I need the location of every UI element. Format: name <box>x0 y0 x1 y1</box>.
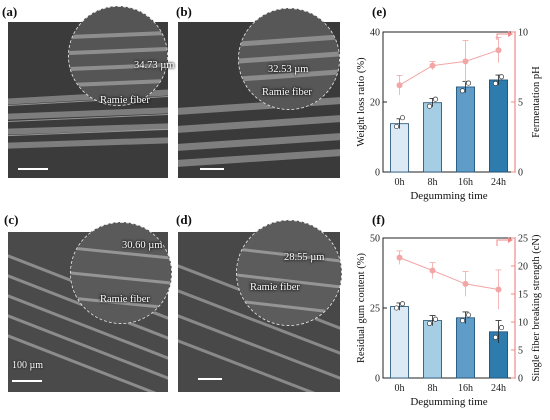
chart-f-line-point-0h <box>396 254 403 261</box>
fiber-label-b: Ramie fiber <box>262 87 312 98</box>
chart-f-ytick-label-0: 0 <box>375 374 380 385</box>
inset-texture-b <box>239 9 339 109</box>
chart-e-point-24h-0 <box>492 80 499 87</box>
chart-f-y2tick-label-25: 25 <box>518 234 528 245</box>
chart-e-ytick-label-40: 40 <box>370 28 380 39</box>
chart-e-point-8h-0 <box>426 103 433 109</box>
chart-e-y2tick-label-10: 10 <box>518 28 528 39</box>
chart-e-xtick-label-24h: 24h <box>491 177 506 188</box>
panel-label-a: (a) <box>2 4 18 19</box>
magnified-inset-a <box>68 6 168 106</box>
chart-f-xtick-label-8h: 8h <box>428 383 438 394</box>
chart-f-bar-16h <box>456 317 475 379</box>
chart-f-point-8h-0 <box>426 320 433 326</box>
chart-f-xtick-label-16h: 16h <box>458 383 473 394</box>
chart-e-bar-0h <box>390 123 409 173</box>
chart-f-y2label: Single fiber breaking strength (cN) <box>531 234 542 381</box>
chart-e-ytick-label-20: 20 <box>370 98 380 109</box>
chart-f-xtick-label-0h: 0h <box>395 383 405 394</box>
chart-e-y2label: Fermentation pH <box>531 66 542 138</box>
chart-e-point-16h-1 <box>465 80 472 86</box>
fiber-width-a: 34.73 µm <box>134 60 175 71</box>
chart-f-axis-arrowhead <box>508 237 513 243</box>
chart-f-point-8h-1 <box>432 316 439 322</box>
inset-texture-a <box>69 7 167 105</box>
chart-f-point-0h-0 <box>393 305 400 311</box>
scale-bar-c <box>12 380 42 382</box>
fiber-label-c: Ramie fiber <box>100 294 150 305</box>
panel-label-d: (d) <box>176 212 192 227</box>
chart-e-line-point-16h <box>462 58 469 65</box>
chart-f-ytick-label-50: 50 <box>370 234 380 245</box>
fiber-width-c: 30.60 µm <box>122 240 163 251</box>
chart-f-y2tick-label-20: 20 <box>518 262 528 273</box>
chart-f-ylabel: Residual gum content (%) <box>356 253 367 363</box>
fiber-label-d: Ramie fiber <box>250 282 300 293</box>
chart-f-y2tick-label-0: 0 <box>518 374 523 385</box>
chart-e-ytick-label-0: 0 <box>375 168 380 179</box>
inset-texture-d <box>237 221 341 325</box>
chart-e-line-point-0h <box>396 82 403 89</box>
chart-e-bar-24h <box>489 79 508 173</box>
chart-e-ylabel: Weight loss ratio (%) <box>356 57 367 147</box>
chart-f-y2tick-label-10: 10 <box>518 318 528 329</box>
chart-f-point-16h-0 <box>459 318 466 324</box>
magnified-inset-c <box>70 222 172 324</box>
chart-e-xtick-label-16h: 16h <box>458 177 473 188</box>
chart-e-xtick-label-0h: 0h <box>395 177 405 188</box>
chart-e-line-point-24h <box>495 47 502 54</box>
chart-f-point-0h-1 <box>399 301 406 307</box>
chart-f-line <box>399 257 499 291</box>
chart-e-point-8h-1 <box>432 96 439 102</box>
chart-f-line-point-24h <box>495 286 502 293</box>
magnified-inset-d <box>236 220 342 326</box>
panel-label-b: (b) <box>176 4 192 19</box>
chart-e-axis-arrow <box>496 33 511 40</box>
fiber-width-b: 32.53 µm <box>268 64 309 75</box>
chart-e-y2tick-label-5: 5 <box>518 98 523 109</box>
chart-e-bar-16h <box>456 86 475 173</box>
fiber-label-a: Ramie fiber <box>100 95 150 106</box>
chart-f-ytick-label-25: 25 <box>370 304 380 315</box>
chart-f-bar-8h <box>423 320 442 379</box>
fiber-width-d: 28.55 µm <box>284 252 325 263</box>
chart-e-point-0h-1 <box>399 115 406 121</box>
chart-f-point-24h-1 <box>498 325 505 331</box>
chart-e-axis-arrowhead <box>508 31 513 37</box>
panel-label-c: (c) <box>4 212 19 227</box>
chart-f-xlabel: Degumming time <box>410 396 487 408</box>
chart-f-point-16h-1 <box>465 312 472 318</box>
scale-bar-a <box>18 168 48 170</box>
chart-e-y2tick-label-0: 0 <box>518 168 523 179</box>
chart-e-point-16h-0 <box>459 88 466 94</box>
chart-f-line-point-16h <box>462 280 469 287</box>
chart-f-y2tick-label-5: 5 <box>518 346 523 357</box>
chart-e-point-24h-1 <box>498 74 505 80</box>
chart-f-axis-arrow <box>496 239 511 246</box>
chart-e-point-0h-0 <box>393 123 400 130</box>
panel-label-e: (e) <box>372 4 387 19</box>
scale-bar-b <box>200 168 224 170</box>
chart-f-line-point-8h <box>429 267 436 274</box>
chart-e-line <box>399 49 499 86</box>
chart-e-bar-8h <box>423 102 442 173</box>
scale-bar-d <box>198 378 222 380</box>
panel-label-f: (f) <box>372 212 385 227</box>
chart-f-y2tick-label-15: 15 <box>518 290 528 301</box>
chart-e-xlabel: Degumming time <box>410 190 487 202</box>
chart-e-xtick-label-8h: 8h <box>428 177 438 188</box>
chart-f-point-24h-0 <box>492 334 499 340</box>
chart-f-bar-0h <box>390 306 409 379</box>
inset-texture-c <box>71 223 171 323</box>
magnified-inset-b <box>238 8 340 110</box>
scale-label-c: 100 µm <box>12 360 44 371</box>
chart-f-xtick-label-24h: 24h <box>491 383 506 394</box>
chart-e-line-point-8h <box>429 62 436 69</box>
